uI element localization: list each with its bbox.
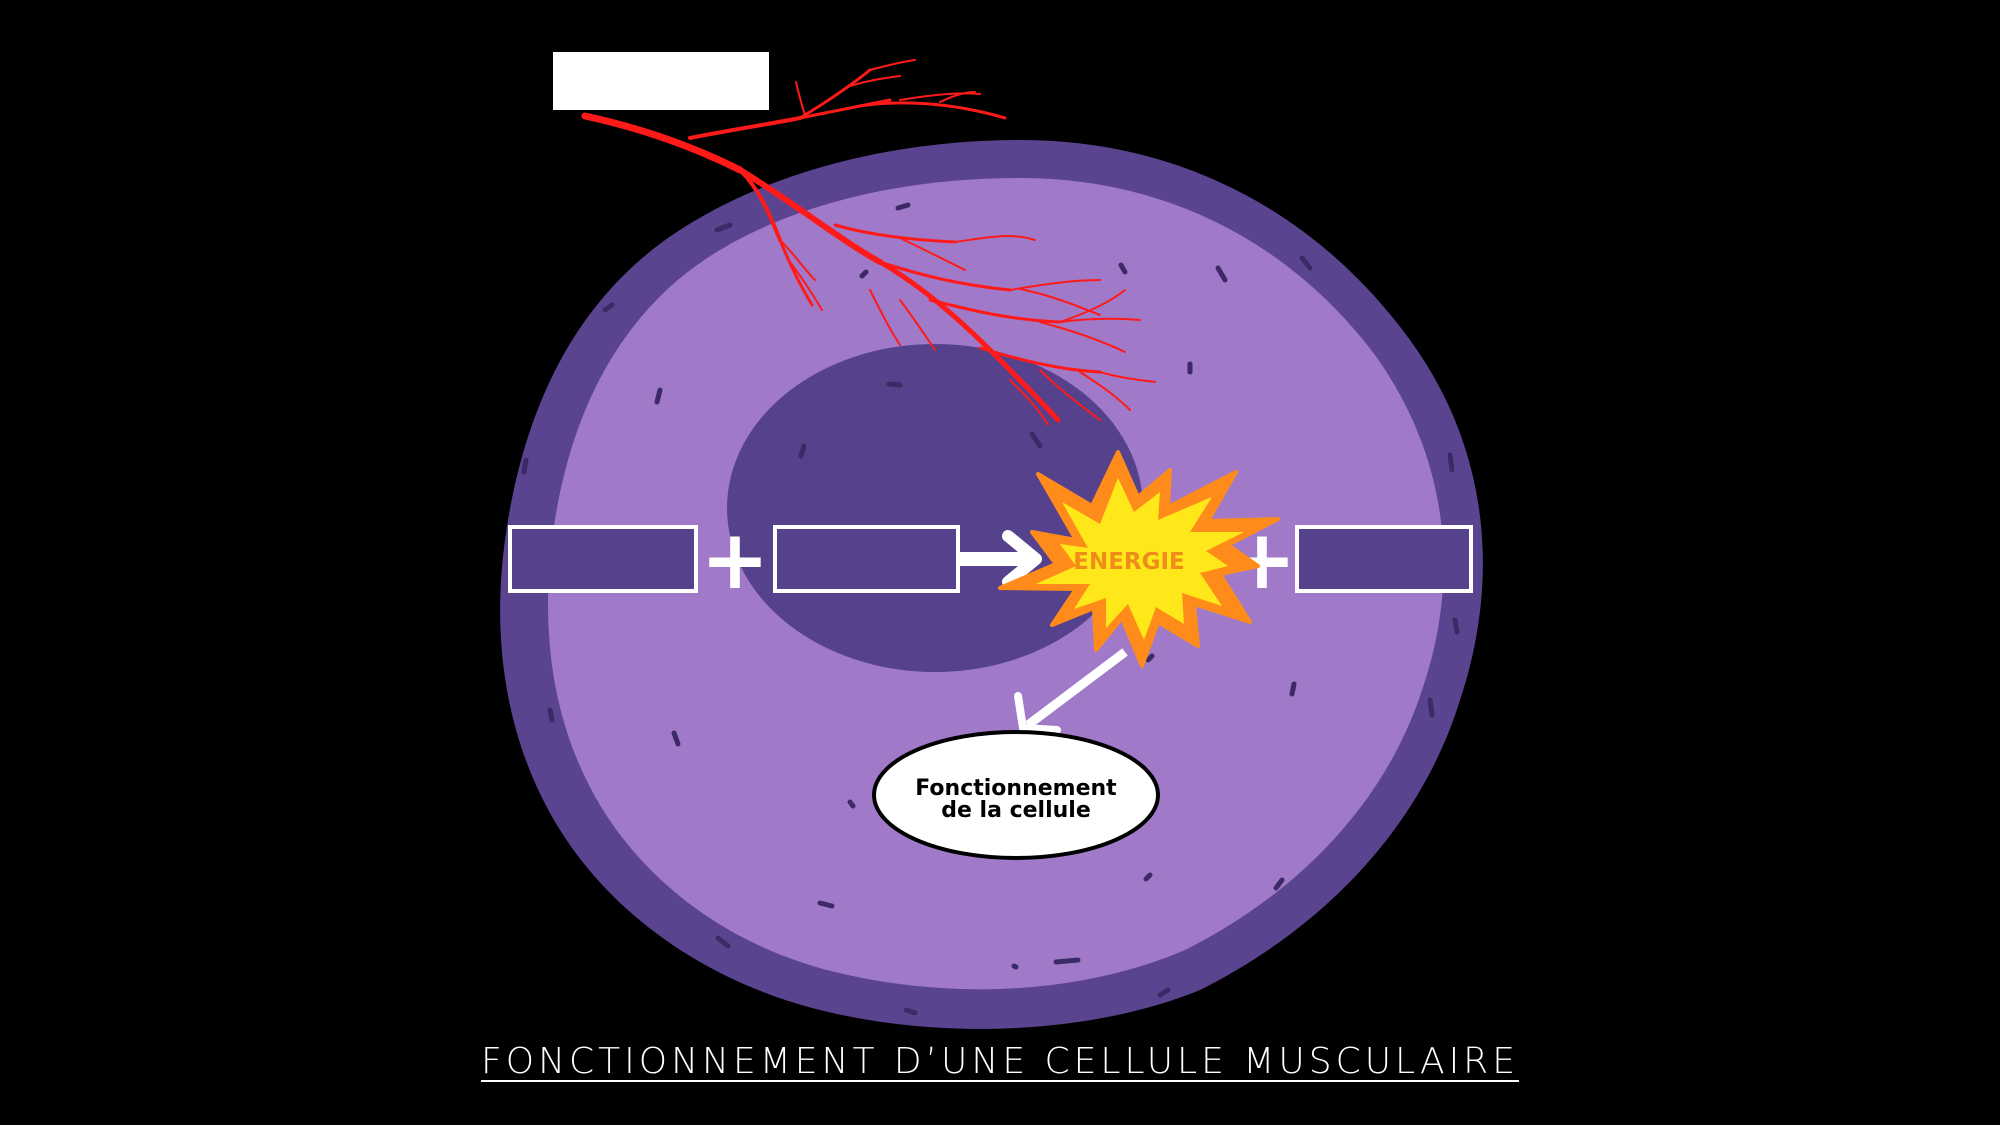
reaction-arrow-icon <box>960 530 1042 588</box>
vessel-label-box <box>553 52 769 110</box>
outcome-bubble <box>872 730 1160 860</box>
product-box <box>1295 525 1473 593</box>
outcome-label-line2: de la cellule <box>941 798 1091 823</box>
plus-sign-1: + <box>701 513 770 608</box>
diagram-title: FONCTIONNEMENT D’UNE CELLULE MUSCULAIRE <box>481 1041 1519 1082</box>
reactant-1-box <box>508 525 698 593</box>
reactant-2-box <box>773 525 960 593</box>
blood-vessel <box>581 59 1156 426</box>
cytoplasm-granules <box>521 202 1460 1016</box>
outcome-arrow-icon <box>1014 648 1128 734</box>
outcome-label-line1: Fonctionnement <box>915 776 1117 801</box>
energy-burst-icon <box>998 450 1280 668</box>
energy-label: ENERGIE <box>1073 549 1185 575</box>
